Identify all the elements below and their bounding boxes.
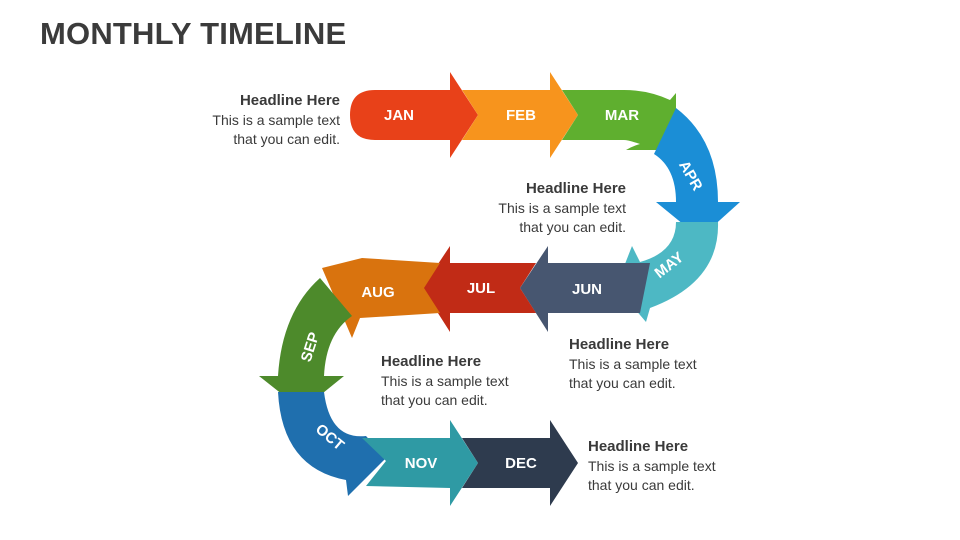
callout-headline: Headline Here — [381, 353, 482, 370]
month-arrow-nov — [362, 420, 478, 506]
month-label-dec: DEC — [505, 455, 537, 472]
month-label-mar: MAR — [605, 107, 639, 124]
callout-1: Headline Here This is a sample text that… — [150, 91, 340, 149]
callout-headline: Headline Here — [239, 92, 340, 109]
callout-body-line: that you can edit. — [569, 375, 676, 391]
callout-body-line: that you can edit. — [381, 392, 488, 408]
callout-2: Headline Here This is a sample text that… — [436, 179, 626, 237]
month-label-jun: JUN — [572, 281, 602, 298]
month-arrow-apr — [654, 108, 740, 238]
callout-body-line: This is a sample text — [588, 458, 716, 474]
month-arrow-jan — [350, 72, 478, 158]
month-label-feb: FEB — [506, 107, 536, 124]
callout-headline: Headline Here — [569, 336, 670, 353]
callout-5: Headline Here This is a sample text that… — [588, 437, 788, 495]
month-arrow-oct — [278, 392, 386, 496]
callout-body-line: that you can edit. — [233, 131, 340, 147]
callout-body-line: This is a sample text — [212, 112, 340, 128]
slide-title: MONTHLY TIMELINE — [40, 16, 347, 51]
callout-body-line: that you can edit. — [588, 477, 695, 493]
callout-body-line: that you can edit. — [519, 219, 626, 235]
month-arrow-aug — [322, 258, 440, 338]
callout-body-line: This is a sample text — [381, 373, 509, 389]
month-label-aug: AUG — [361, 284, 394, 301]
callout-body-line: This is a sample text — [498, 200, 626, 216]
month-label-nov: NOV — [405, 455, 438, 472]
month-arrow-sep — [259, 278, 352, 410]
month-arrow-mar — [562, 90, 676, 150]
callout-3: Headline Here This is a sample text that… — [569, 335, 769, 393]
callout-body-line: This is a sample text — [569, 356, 697, 372]
callout-headline: Headline Here — [588, 438, 689, 455]
month-arrow-feb — [462, 72, 578, 158]
month-arrow-jul — [422, 246, 536, 332]
month-arrow-jun — [520, 246, 650, 332]
callout-4: Headline Here This is a sample text that… — [381, 352, 581, 410]
month-arrow-dec — [462, 420, 578, 506]
callout-headline: Headline Here — [525, 180, 626, 197]
month-label-jul: JUL — [467, 280, 495, 297]
month-label-jan: JAN — [384, 107, 414, 124]
